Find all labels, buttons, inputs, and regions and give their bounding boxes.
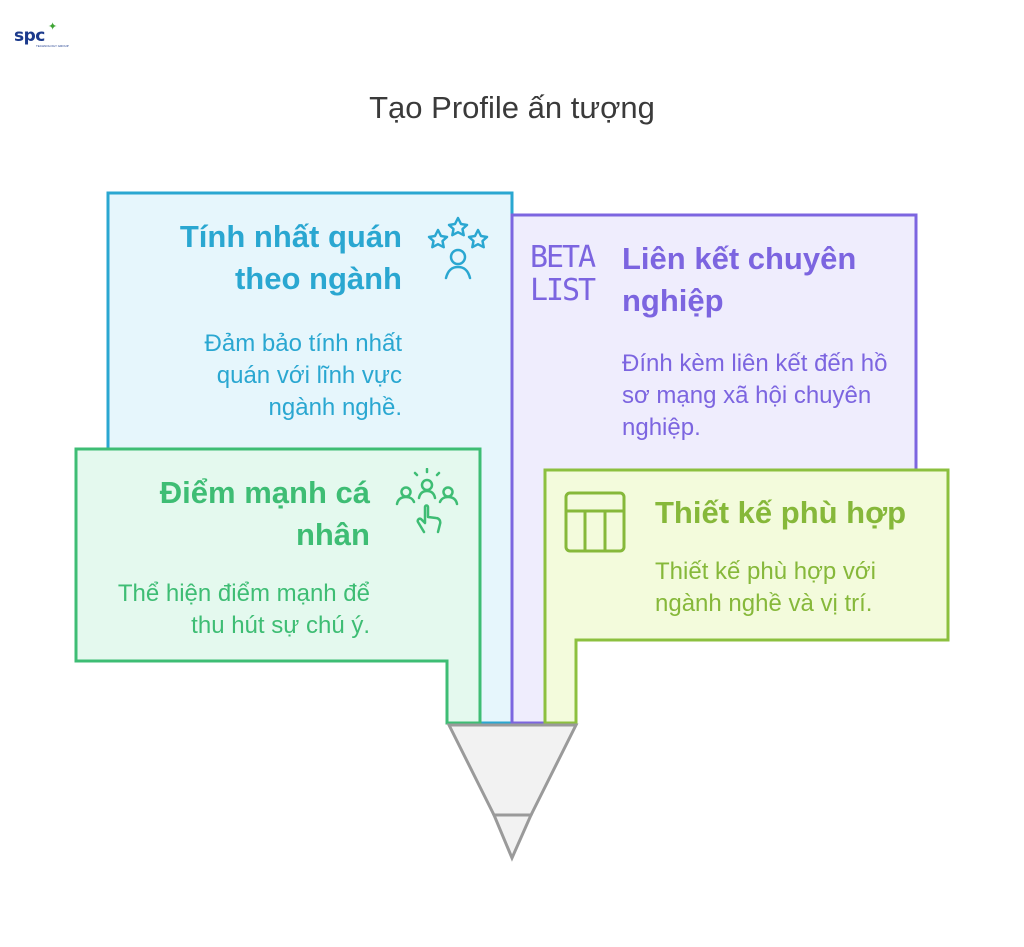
- betalist-icon-line2: LIST: [530, 273, 596, 304]
- logo-text: spc: [14, 26, 45, 46]
- funnel-bottom: [491, 813, 534, 862]
- strengths-desc: Thể hiện điểm mạnh để thu hút sự chú ý.: [117, 580, 370, 639]
- layout-icon: [564, 491, 626, 553]
- strengths-title: Điểm mạnh cá nhân: [159, 475, 370, 552]
- funnel-top: [446, 723, 579, 817]
- consistency-title: Tính nhất quán theo ngành: [179, 219, 402, 296]
- spc-logo: spc ✦ TECHNOLOGY GROUP: [14, 21, 70, 52]
- consistency-desc: Đảm bảo tính nhất quán với lĩnh vực ngàn…: [204, 330, 402, 421]
- logo-star-icon: ✦: [48, 21, 58, 33]
- design-card-shape: [543, 468, 950, 725]
- design-title: Thiết kế phù hợp: [655, 495, 907, 530]
- stars-person-icon: [427, 216, 489, 280]
- diagram-title: Tạo Profile ấn tượng: [369, 90, 655, 125]
- betalist-icon: BETA LIST: [530, 240, 596, 304]
- links-title: Liên kết chuyên nghiệp: [622, 241, 857, 318]
- links-desc: Đính kèm liên kết đến hồ sơ mạng xã hội …: [622, 350, 888, 441]
- betalist-icon-line1: BETA: [530, 240, 596, 275]
- strengths-card-shape: [74, 447, 482, 725]
- people-pointer-icon: [395, 468, 459, 534]
- design-desc: Thiết kế phù hợp với ngành nghề và vị tr…: [655, 558, 876, 617]
- logo-subtitle: TECHNOLOGY GROUP: [36, 44, 69, 48]
